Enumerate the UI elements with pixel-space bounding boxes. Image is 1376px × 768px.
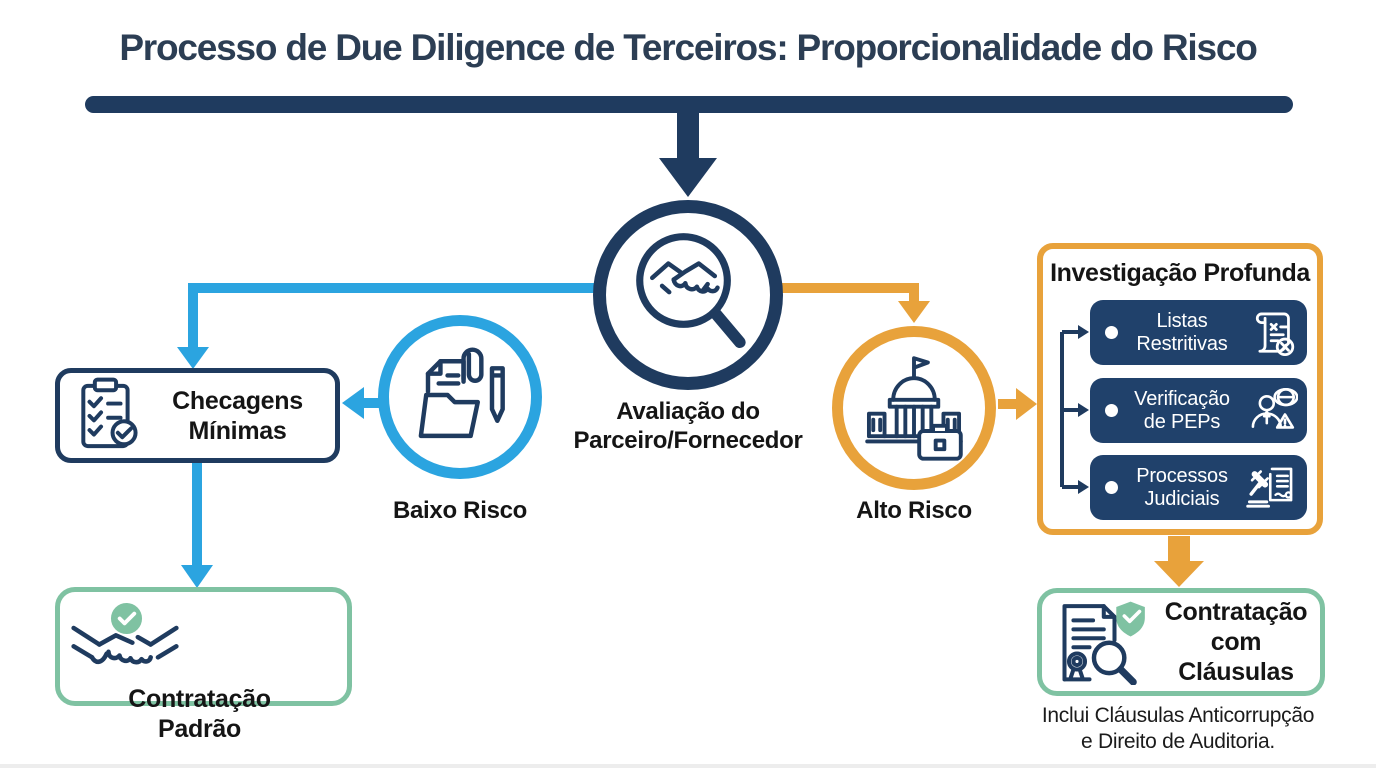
central-assessment-node [593,200,783,390]
pill-connector-bracket [1060,325,1089,494]
standard-contract-box: Contratação Padrão [55,587,352,743]
high-risk-label: Alto Risco [856,497,972,524]
bullet-icon [1105,481,1118,494]
magnifier-handshake-icon [636,232,746,348]
minimal-checks-label: Checagens Mínimas [172,386,303,445]
pill-lawsuits: Processos Judiciais [1090,455,1307,520]
pep-verification-label: Verificação de PEPs [1134,387,1230,433]
clauses-contract-box: Contratação com Cláusulas [1037,588,1325,696]
lawsuits-gavel-icon [1246,467,1293,508]
low-risk-node [378,315,542,479]
bottom-edge-divider [0,764,1376,768]
high-risk-arrowheads [898,301,1204,587]
deep-investigation-box: Investigação Profunda Listas Restritivas [1037,243,1323,535]
high-risk-path [776,283,1016,409]
folder-documents-icon [418,347,505,439]
handshake-check-icon [71,625,179,665]
minimal-checks-box: Checagens Mínimas [55,368,340,463]
main-down-arrow-stem [677,112,699,159]
low-risk-label: Baixo Risco [392,497,528,524]
clauses-contract-label: Contratação com Cláusulas [1164,598,1308,686]
government-building-icon [865,356,963,462]
bullet-icon [1105,404,1118,417]
top-bar [85,96,1293,113]
pill-pep-verification: Verificação de PEPs [1090,378,1307,443]
standard-contract-label: Contratação Padrão [128,685,271,744]
contract-shield-icon [1062,601,1145,685]
pill-restricted-lists: Listas Restritivas [1090,300,1307,365]
bullet-icon [1105,326,1118,339]
page-title: Processo de Due Diligence de Terceiros: … [119,27,1258,68]
low-risk-arrowheads [177,347,364,588]
clauses-footnote: Inclui Cláusulas Anticorrupção e Direito… [1041,704,1315,753]
high-risk-node [832,326,996,490]
lawsuits-label: Processos Judiciais [1136,464,1228,510]
restricted-lists-label: Listas Restritivas [1136,309,1228,355]
restricted-lists-icon [1255,312,1295,356]
clipboard-checklist-icon [81,378,138,449]
deep-investigation-title: Investigação Profunda [1050,259,1310,287]
pep-verification-icon [1251,387,1298,429]
central-assessment-label: Avaliação do Parceiro/Fornecedor [573,398,803,454]
main-down-arrow-head [659,158,717,197]
check-badge-icon [110,602,143,640]
